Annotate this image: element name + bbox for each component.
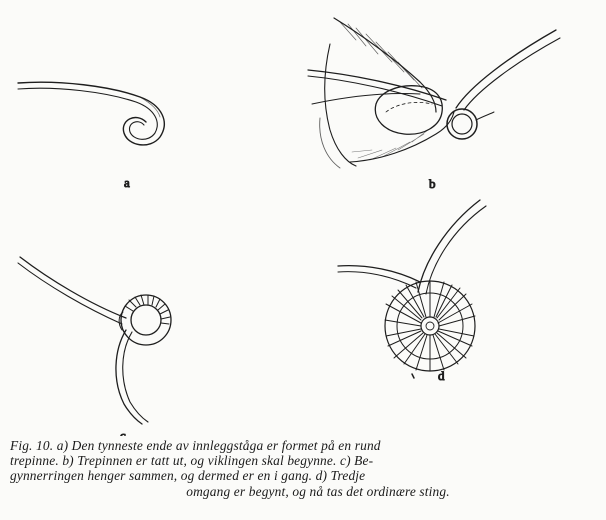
panel-label-a: a: [124, 175, 130, 190]
panel-label-b: b: [429, 176, 436, 191]
caption-line-4: omgang er begynt, og nå tas det ordinære…: [10, 484, 596, 499]
figure-caption: Fig. 10. a) Den tynneste ende av innlegg…: [10, 438, 596, 499]
panel-d-drawing: [338, 200, 486, 378]
panel-label-c: c: [120, 428, 126, 436]
caption-line-1: Fig. 10. a) Den tynneste ende av innlegg…: [10, 438, 596, 453]
caption-line-2: trepinne. b) Trepinnen er tatt ut, og vi…: [10, 453, 596, 468]
panel-b-drawing: [308, 18, 560, 168]
caption-line-3: gynnerringen henger sammen, og dermed er…: [10, 468, 596, 483]
figure-illustrations: a b: [0, 0, 606, 436]
panel-c-drawing: [18, 257, 171, 424]
panel-label-d: d: [438, 368, 445, 383]
panel-a-drawing: [18, 82, 164, 145]
